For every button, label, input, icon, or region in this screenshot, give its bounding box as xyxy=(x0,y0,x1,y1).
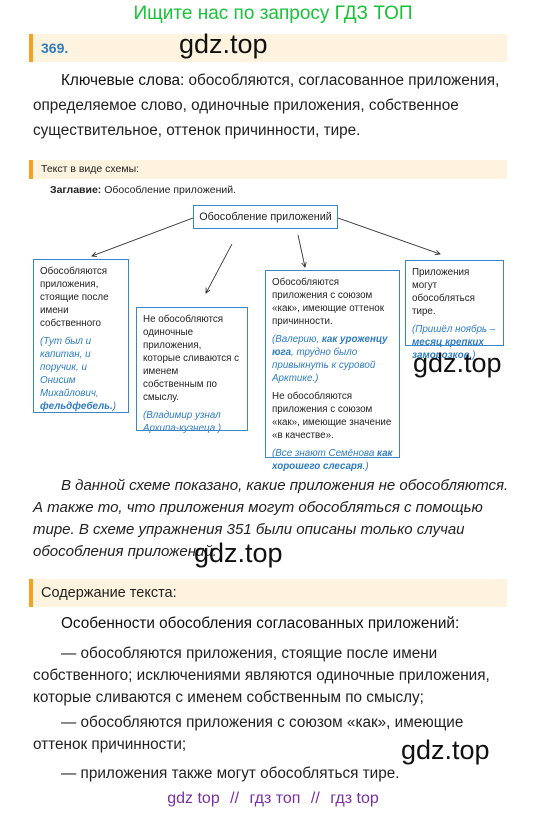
box1-example-bold: фельдфебель. xyxy=(40,401,113,412)
box1-example: (Тут был и капитан, и поручик, и Онисим … xyxy=(40,335,122,413)
schema-box-after-proper-name: Обособляются приложения, стоящие после и… xyxy=(33,259,129,413)
keywords-text: обособляются, согласованное приложения, … xyxy=(33,72,500,139)
schema-box-not-separated: Не обособляются одиночные приложения, ко… xyxy=(136,307,248,434)
arrow-to-box3 xyxy=(297,234,305,267)
box3-example2: (Все знают Семёнова как хорошего слесаря… xyxy=(272,447,393,473)
box4-example-post: ) xyxy=(472,350,476,361)
keywords-label: Ключевые слова: xyxy=(61,72,185,89)
arrow-to-box2 xyxy=(206,243,233,293)
footer-separator: // xyxy=(230,790,240,807)
schema-title-label: Заглавие: xyxy=(50,184,102,196)
box4-text: Приложения могут обособляться тире. xyxy=(412,267,475,317)
schema-box-dash: Приложения могут обособляться тире. (При… xyxy=(405,260,504,361)
schema-description: В данной схеме показано, какие приложени… xyxy=(33,477,509,560)
schema-header: Текст в виде схемы: xyxy=(41,163,140,175)
footer-link-gdz-top-mixed[interactable]: гдз top xyxy=(330,790,379,807)
content-line-3: — приложения также могут обособляться ти… xyxy=(61,765,400,782)
box3-text2: Не обособляются приложения с союзом «как… xyxy=(272,391,392,441)
search-banner: Ищите нас по запросу ГДЗ ТОП xyxy=(133,3,413,24)
footer-links: gdz top // гдз топ // гдз top xyxy=(0,790,546,808)
content-header: Содержание текста: xyxy=(41,585,177,601)
content-header-bar: Содержание текста: xyxy=(29,579,507,607)
content-line-2: — обособляются приложения с союзом «как»… xyxy=(33,714,464,753)
footer-link-gdz-top-ru[interactable]: гдз топ xyxy=(249,790,301,807)
footer-link-gdz-top[interactable]: gdz top xyxy=(167,790,220,807)
schema-header-bar: Текст в виде схемы: xyxy=(29,160,507,179)
schema-title-text: Обособление приложений. xyxy=(101,184,237,196)
schema-root-box: Обособление приложений xyxy=(193,205,338,229)
watermark: gdz.top xyxy=(401,735,490,765)
box3-example2-bold: как хорошего слесаря xyxy=(272,448,393,472)
box4-example-pre: (Пришёл ноябрь – xyxy=(412,324,496,335)
keywords-paragraph: Ключевые слова: обособляются, согласован… xyxy=(33,68,511,143)
box4-example: (Пришёл ноябрь – месяц крепких заморозко… xyxy=(412,323,497,362)
box3-example2-pre: (Все знают Семёнова xyxy=(272,448,377,459)
exercise-number-bar: 369. xyxy=(29,34,507,62)
watermark: gdz.top xyxy=(194,538,283,568)
content-title: Особенности обособления согласованных пр… xyxy=(61,615,460,632)
box3-example1-bold: как уроженцу юга xyxy=(272,334,388,358)
watermark: gdz.top xyxy=(179,29,268,59)
box2-example: (Владимир узнал Архипа-кузнеца.) xyxy=(143,410,222,434)
exercise-number: 369. xyxy=(41,40,69,56)
watermark: gdz.top xyxy=(413,348,502,378)
box3-text1: Обособляются приложения с союзом «как», … xyxy=(272,277,384,327)
arrow-to-box1 xyxy=(92,217,194,256)
arrow-to-box4 xyxy=(337,217,440,254)
box1-text: Обособляются приложения, стоящие после и… xyxy=(40,266,109,329)
footer-separator: // xyxy=(310,790,320,807)
box1-example-post: ) xyxy=(112,401,116,412)
box3-example1-post: , трудно было привыкнуть к суровой Аркти… xyxy=(272,347,376,384)
schema-title: Заглавие: Обособление приложений. xyxy=(50,184,236,196)
box1-example-pre: (Тут был и капитан, и поручик, и Онисим … xyxy=(40,336,99,399)
box3-example2-post: .) xyxy=(362,461,369,472)
box3-example1: (Валерию, как уроженцу юга, трудно было … xyxy=(272,333,393,385)
box3-example1-pre: (Валерию, xyxy=(272,334,322,345)
box2-text: Не обособляются одиночные приложения, ко… xyxy=(143,314,240,403)
content-line-1: — обособляются приложения, стоящие после… xyxy=(33,645,490,706)
box4-example-bold: месяц крепких заморозков. xyxy=(412,337,484,361)
schema-box-with-kak: Обособляются приложения с союзом «как», … xyxy=(265,270,400,472)
